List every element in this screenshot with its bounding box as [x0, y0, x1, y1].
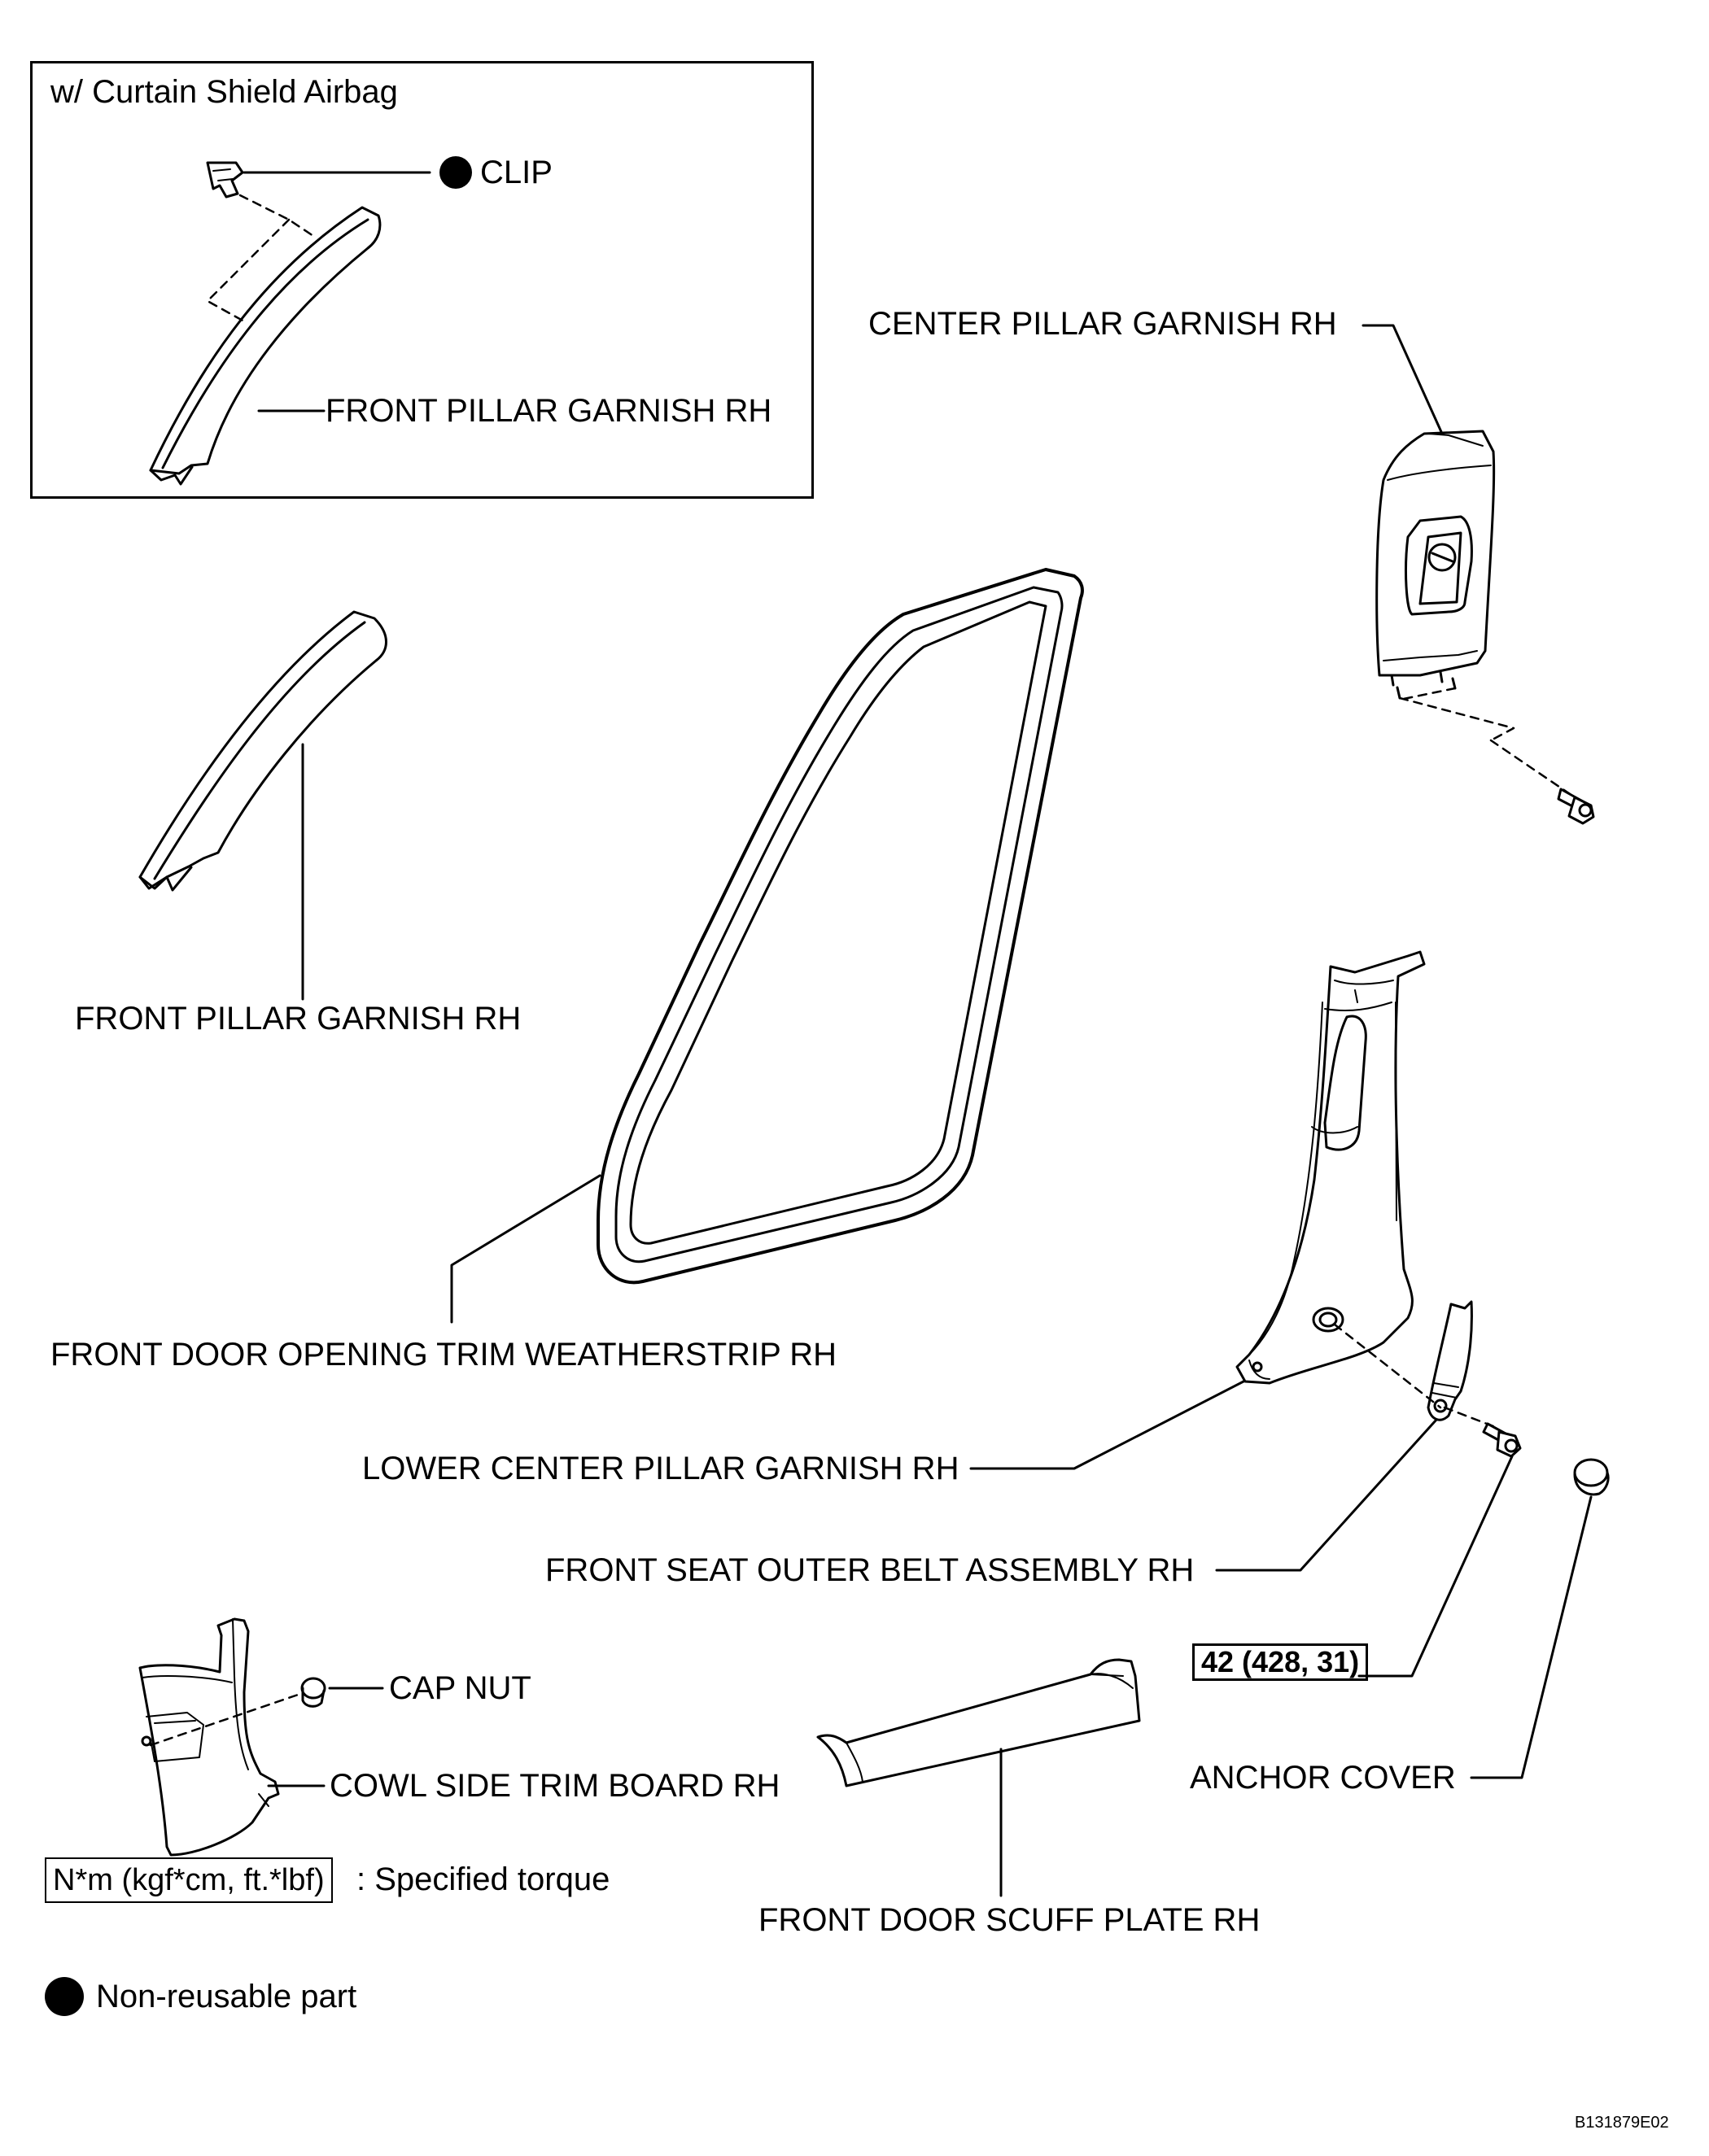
weatherstrip-label: FRONT DOOR OPENING TRIM WEATHERSTRIP RH [50, 1337, 837, 1373]
seat-belt-leader-line [1215, 1418, 1438, 1572]
lower-center-pillar-garnish-drawing [1235, 950, 1426, 1385]
anchor-cover-drawing [1573, 1458, 1610, 1496]
inset-clip-guide [206, 194, 315, 323]
non-reusable-marker-icon [439, 156, 472, 189]
inset-frame [30, 61, 814, 499]
inset-clip-drawing [206, 161, 244, 199]
center-pillar-guide [1398, 687, 1576, 799]
center-pillar-garnish-drawing [1375, 430, 1496, 700]
anchor-cover-label: ANCHOR COVER [1190, 1760, 1456, 1796]
seat-belt-drawing [1427, 1300, 1473, 1421]
inset-front-pillar-garnish-drawing [149, 206, 382, 486]
center-pillar-leader-line [1362, 324, 1444, 435]
cap-nut-guide [149, 1691, 307, 1747]
inset-title: w/ Curtain Shield Airbag [50, 74, 398, 110]
seat-belt-label: FRONT SEAT OUTER BELT ASSEMBLY RH [545, 1552, 1195, 1588]
cowl-side-trim-drawing [138, 1617, 280, 1857]
anchor-bolt-drawing [1482, 1422, 1522, 1458]
anchor-cover-leader-line [1470, 1495, 1593, 1779]
front-pillar-label: FRONT PILLAR GARNISH RH [75, 1001, 522, 1037]
cap-nut-drawing [300, 1677, 326, 1708]
torque-unit-description: : Specified torque [356, 1861, 610, 1897]
inset-front-pillar-label: FRONT PILLAR GARNISH RH [326, 393, 772, 429]
scuff-plate-label: FRONT DOOR SCUFF PLATE RH [758, 1902, 1261, 1938]
lower-center-pillar-label: LOWER CENTER PILLAR GARNISH RH [362, 1451, 959, 1486]
lower-center-pillar-leader-line [969, 1380, 1245, 1470]
clip-label: CLIP [480, 155, 553, 190]
torque-leader-line [1357, 1455, 1514, 1678]
weatherstrip-drawing [597, 568, 1084, 1285]
non-reusable-legend-icon [45, 1977, 84, 2016]
torque-unit-legend-box: N*m (kgf*cm, ft.*lbf) [45, 1857, 333, 1903]
front-pillar-garnish-drawing [138, 610, 387, 892]
torque-spec-box: 42 (428, 31) [1192, 1643, 1369, 1681]
weatherstrip-leader-line [450, 1174, 601, 1324]
cap-nut-label: CAP NUT [389, 1670, 531, 1706]
scuff-plate-drawing [816, 1658, 1141, 1787]
non-reusable-legend-label: Non-reusable part [96, 1979, 357, 2014]
center-pillar-bolt-drawing [1557, 788, 1595, 825]
figure-code: B131879E02 [1575, 2114, 1669, 2132]
center-pillar-label: CENTER PILLAR GARNISH RH [868, 306, 1337, 342]
cowl-side-label: COWL SIDE TRIM BOARD RH [330, 1768, 780, 1804]
